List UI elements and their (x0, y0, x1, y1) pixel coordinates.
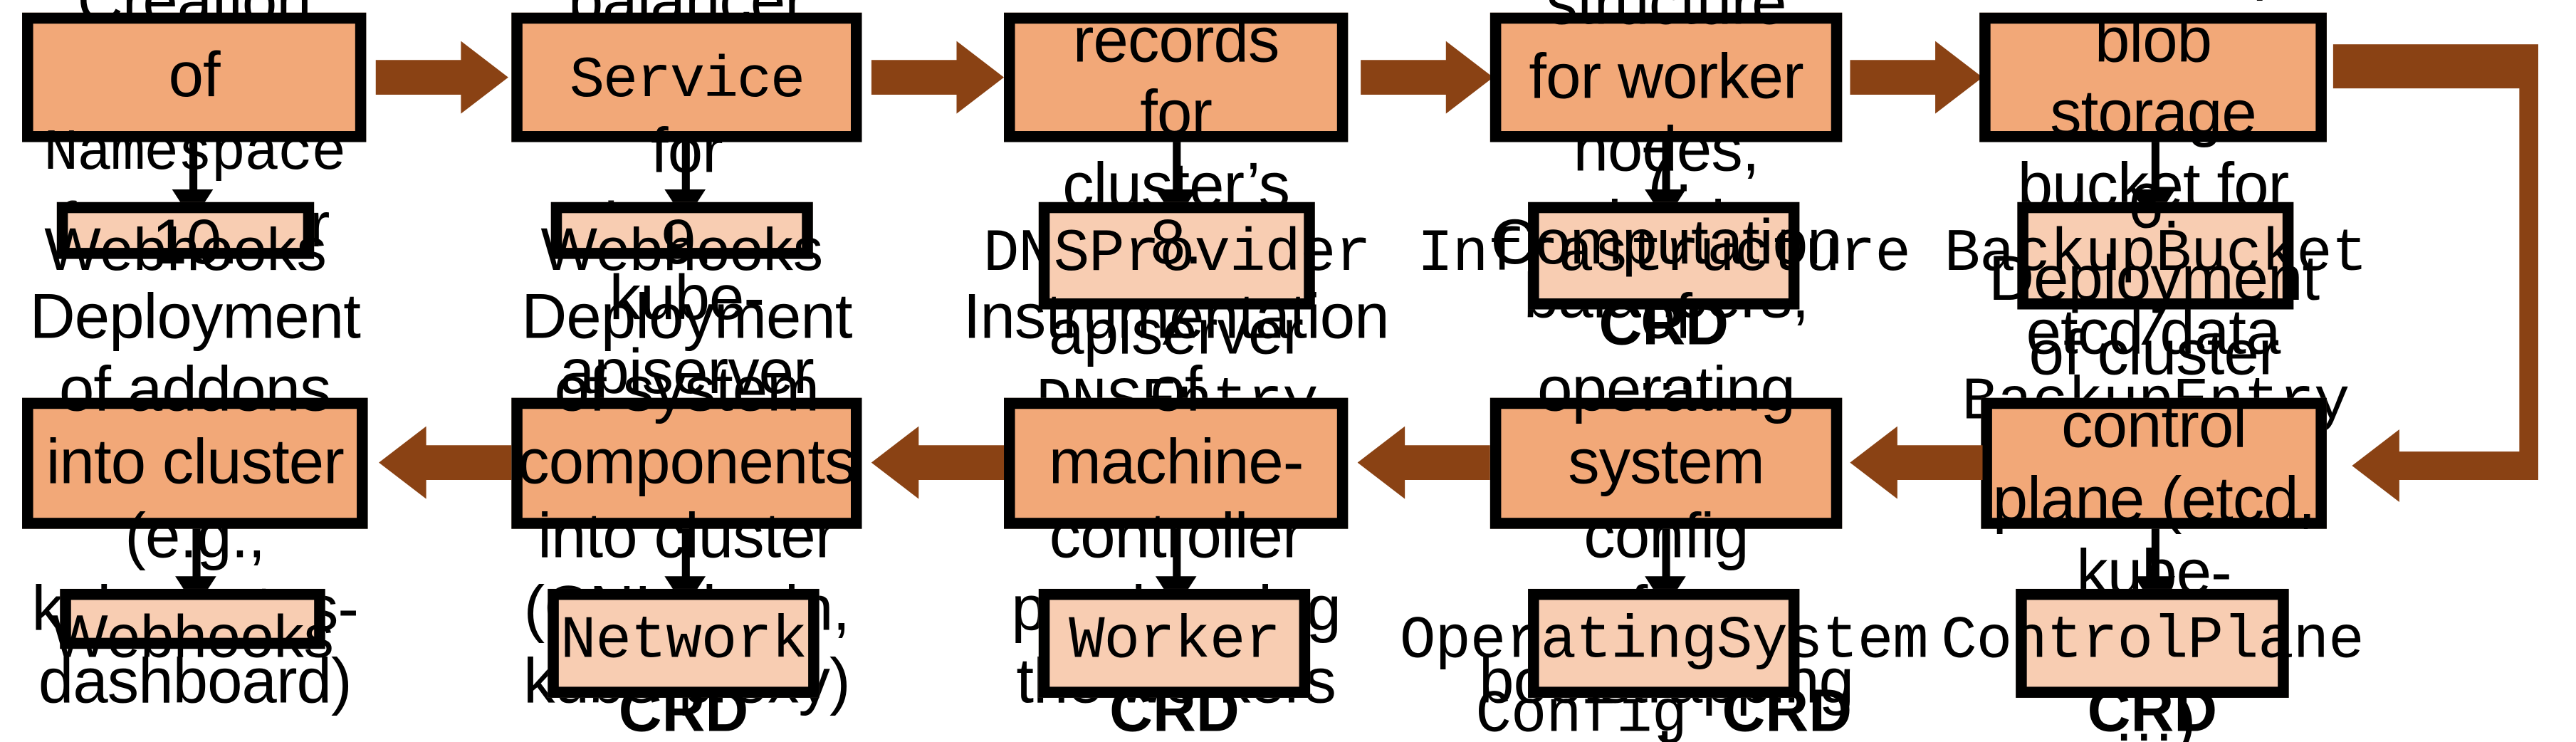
connector-step-7 (1645, 528, 1686, 608)
sub-cell-worker-crd: Worker CRD (1049, 600, 1299, 742)
sub-7-crd-label: OperatingSystem Config CRD (1399, 607, 1929, 742)
sub-cell-infrastructure-crd: Infrastructure CRD (1418, 213, 1911, 363)
sub-cell-network-crd: Network CRD (559, 600, 808, 742)
step-box-2[interactable]: 2. Creation of loadbalancer Service forc… (511, 0, 862, 407)
sub-box-4-infrastructure-crd[interactable]: Infrastructure CRD (1418, 202, 1911, 358)
connector-step-6 (2134, 528, 2176, 608)
sub-box-6-controlplane[interactable]: ControlPlane CRD Webhooks (1941, 588, 2365, 742)
sub-1-webhooks-label: Webhooks (44, 217, 327, 285)
sub-cell-osc-crd: OperatingSystem Config CRD (1400, 600, 1929, 742)
sub-8-crd-label: Worker CRD (1069, 607, 1281, 742)
step-box-1[interactable]: 1. Creation ofNamespacefor cluster (22, 0, 367, 260)
sub-box-7-osc-crd[interactable]: OperatingSystem Config CRD (1400, 588, 1929, 742)
sub-9-crd-label: Network CRD (560, 607, 807, 742)
sub-box-9-network[interactable]: Network CRD Webhooks (548, 588, 820, 742)
sub-box-10-webhooks[interactable]: Webhooks (51, 588, 334, 671)
step-7-text: 7. Computation of operating system confi… (1479, 135, 1854, 742)
step-box-10[interactable]: 10. Deployment of addons into cluster (e… (22, 209, 368, 718)
sub-cell-webhooks: Webhooks (541, 213, 824, 289)
step-box-6[interactable]: 6. Deployment of cluster control plane (… (1981, 172, 2327, 742)
sub-box-8-worker-crd[interactable]: Worker CRD (1038, 588, 1311, 742)
sub-10-webhooks-label: Webhooks (51, 605, 334, 672)
arrow-8-9 (871, 426, 1005, 499)
arrow-6-7 (1850, 426, 1983, 499)
arrow-1-2 (375, 41, 508, 114)
arrow-4-5 (1850, 41, 1983, 114)
sub-6-crd-label: ControlPlane CRD (1941, 607, 2365, 742)
sub-cell-webhooks: Webhooks (51, 600, 334, 676)
step-box-4[interactable]: 4. Preparation of infra- structure for w… (1489, 0, 1843, 404)
step-box-7[interactable]: 7. Computation of operating system confi… (1479, 135, 1854, 742)
sub-cell-webhooks: Webhooks (44, 213, 327, 289)
arrow-2-3 (871, 41, 1005, 114)
step-box-3[interactable]: 3. Creation of DNS records for cluster’s… (1004, 0, 1349, 368)
step-box-8[interactable]: 8. Instrumentation of machine-controller… (963, 209, 1390, 718)
arrow-9-10 (379, 426, 512, 499)
sub-box-2-webhooks[interactable]: Webhooks (541, 202, 823, 284)
sub-cell-controlplane-crd: ControlPlane CRD (1941, 600, 2365, 742)
arrow-5-6-wrap (2332, 44, 2538, 503)
connector-step-8 (1155, 528, 1197, 608)
sub-4-crd-label: Infrastructure CRD (1417, 221, 1911, 359)
connector-step-10 (175, 528, 216, 608)
sub-box-1-webhooks[interactable]: Webhooks (44, 202, 327, 284)
connector-step-2 (664, 142, 706, 221)
step-box-5[interactable]: 5. Preparation of backup blob storage bu… (1979, 0, 2327, 368)
step-box-9[interactable]: 9. Deployment of system components into … (511, 209, 862, 718)
connector-step-3 (1155, 142, 1197, 221)
arrow-3-4 (1361, 41, 1494, 114)
arrow-7-8 (1357, 426, 1490, 499)
connector-step-9 (664, 528, 706, 608)
sub-2-webhooks-label: Webhooks (540, 217, 824, 285)
connector-step-1 (172, 142, 214, 221)
